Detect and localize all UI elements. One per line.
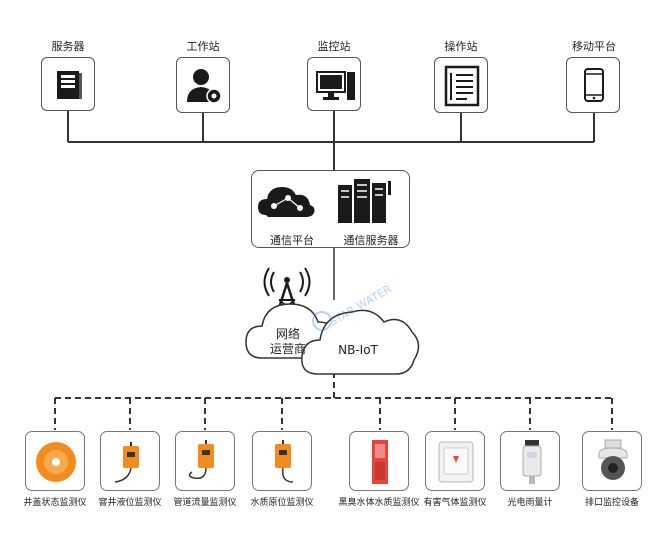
smartphone-icon [584,68,604,102]
device-card-manhole[interactable] [25,431,85,491]
operator-label-line2: 运营商 [269,342,306,356]
cloud-network-icon [258,187,315,217]
server-icon [57,71,82,99]
operator-station-label: 操作站 [444,40,478,53]
device-label-manhole: 井盖状态监测仪 [23,498,87,508]
flow-meter-icon [188,440,214,480]
monitor-station-label: 监控站 [317,40,351,53]
device-card-level[interactable] [100,431,160,491]
server-rack-icon [338,179,391,223]
nbiot-cloud [301,309,420,375]
level-meter-icon [114,442,139,483]
nbiot-label: NB-IoT [338,343,378,357]
water-quality-meter-icon [275,440,294,483]
device-card-gas[interactable] [425,431,485,491]
device-label-outfall: 排口监控设备 [584,498,639,508]
device-card-outfall[interactable] [582,431,642,491]
mobile-platform-node[interactable] [566,57,620,113]
operator-station-node[interactable] [434,57,488,113]
user-settings-icon [187,69,222,104]
device-label-rain: 光电雨量计 [507,498,553,508]
comm-platform-label: 通信平台 [270,234,314,247]
server-node[interactable] [41,57,95,111]
manhole-sensor-icon [36,442,76,482]
device-label-level: 窨井液位监测仪 [98,498,162,508]
gas-detector-icon [438,441,474,483]
water-quality-cabinet-icon [372,440,388,484]
device-label-black-water: 黑臭水体水质监测仪 [338,498,420,508]
desktop-computer-icon [316,71,355,100]
device-label-gas: 有害气体监测仪 [423,498,487,508]
device-card-rain[interactable] [500,431,560,491]
device-card-flow[interactable] [175,431,235,491]
dome-camera-icon [598,439,628,480]
mobile-platform-label: 移动平台 [572,40,616,53]
device-label-water-insitu: 水质原位监测仪 [250,498,314,508]
communication-hub[interactable]: 通信平台 通信服务器 [251,170,410,248]
device-card-black-water[interactable] [349,431,409,491]
workstation-label: 工作站 [186,40,220,53]
server-label: 服务器 [51,40,85,53]
comm-server-label: 通信服务器 [343,234,399,247]
rain-gauge-icon [522,440,542,484]
device-card-water-insitu[interactable] [252,431,312,491]
workstation-node[interactable] [176,57,230,113]
operator-label-line1: 网络 [275,327,300,341]
monitor-station-node[interactable] [307,57,361,111]
control-panel-icon [444,65,480,107]
device-label-flow: 管道流量监测仪 [173,498,237,508]
